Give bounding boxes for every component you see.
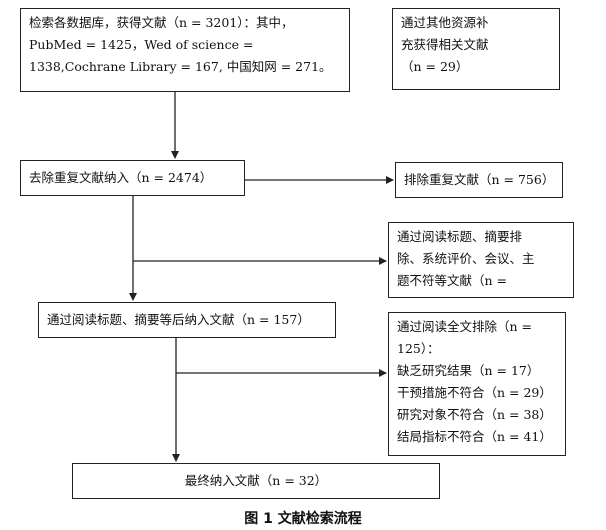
other-line: （n = 29） [401,59,469,74]
search-results-box: 检索各数据库，获得文献（n = 3201）：其中， PubMed = 1425，… [20,8,350,92]
excluded-dup-line: 排除重复文献（n = 756） [404,172,555,187]
other-sources-box: 通过其他资源补 充获得相关文献 （n = 29） [392,8,560,90]
search-line: 1338,Cochrane Library = 167, 中国知网 = 271。 [29,59,332,74]
excluded-fulltext-box: 通过阅读全文排除（n = 125）： 缺乏研究结果（n = 17） 干预措施不符… [388,312,566,456]
figure-caption: 图 1 文献检索流程 [244,511,362,527]
excluded-fulltext-line: 缺乏研究结果（n = 17） [397,363,540,378]
excluded-abstract-box: 通过阅读标题、摘要排 除、系统评价、会议、主 题不符等文献（n = [388,222,574,298]
dedup-box: 去除重复文献纳入（n = 2474） [20,160,245,196]
other-line: 通过其他资源补 [401,15,489,30]
excluded-fulltext-line: 研究对象不符合（n = 38） [397,407,552,422]
excluded-abstract-line: 题不符等文献（n = [397,273,507,288]
excluded-abstract-line: 除、系统评价、会议、主 [397,251,535,266]
search-line: PubMed = 1425，Wed of science = [29,37,254,52]
excluded-duplicates-box: 排除重复文献（n = 756） [395,162,563,198]
excluded-fulltext-line: 干预措施不符合（n = 29） [397,385,552,400]
excluded-fulltext-line: 结局指标不符合（n = 41） [397,429,552,444]
final-line: 最终纳入文献（n = 32） [184,473,328,488]
excluded-fulltext-line: 通过阅读全文排除（n = [397,319,532,334]
screened-line: 通过阅读标题、摘要等后纳入文献（n = 157） [47,312,310,327]
other-line: 充获得相关文献 [401,37,489,52]
search-line: 检索各数据库，获得文献（n = 3201）：其中， [29,15,294,30]
screened-box: 通过阅读标题、摘要等后纳入文献（n = 157） [38,302,336,338]
excluded-fulltext-line: 125）： [397,341,440,356]
dedup-line: 去除重复文献纳入（n = 2474） [29,170,213,185]
excluded-abstract-line: 通过阅读标题、摘要排 [397,229,523,244]
final-included-box: 最终纳入文献（n = 32） [72,463,440,499]
